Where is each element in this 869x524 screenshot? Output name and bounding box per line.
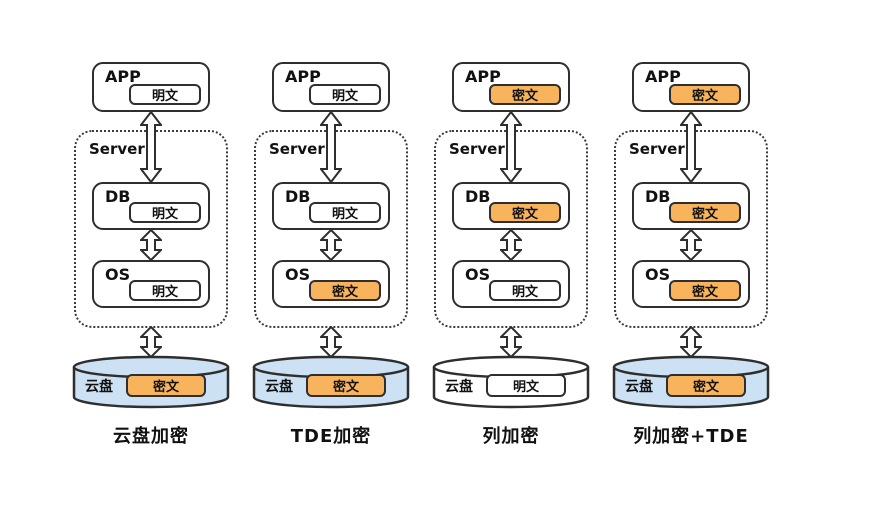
server-disk-double-arrow-icon — [680, 326, 702, 358]
app-label: APP — [645, 67, 681, 86]
column-cloud-disk-encryption: Server APP 明文 DB 明文 OS 明文 云盘 — [61, 50, 241, 470]
db-os-double-arrow-icon — [140, 229, 162, 261]
db-box: DB 密文 — [452, 182, 570, 230]
db-badge: 密文 — [669, 202, 741, 223]
app-label: APP — [465, 67, 501, 86]
column-column-encryption: Server APP 密文 DB 密文 OS 明文 云盘 — [421, 50, 601, 470]
app-db-double-arrow-icon — [320, 111, 342, 183]
os-badge: 密文 — [309, 280, 381, 301]
app-label: APP — [285, 67, 321, 86]
disk-label: 云盘 — [445, 379, 473, 395]
app-db-double-arrow-icon — [680, 111, 702, 183]
db-badge: 密文 — [489, 202, 561, 223]
db-box: DB 明文 — [272, 182, 390, 230]
os-label: OS — [645, 265, 671, 284]
db-badge: 明文 — [129, 202, 201, 223]
os-badge: 密文 — [669, 280, 741, 301]
db-label: DB — [465, 187, 491, 206]
db-label: DB — [105, 187, 131, 206]
app-box: APP 明文 — [92, 62, 210, 112]
db-label: DB — [285, 187, 311, 206]
server-disk-double-arrow-icon — [500, 326, 522, 358]
server-label: Server — [89, 140, 145, 158]
os-box: OS 密文 — [272, 260, 390, 308]
column-title: TDE加密 — [290, 426, 372, 447]
server-label: Server — [269, 140, 325, 158]
db-box: DB 明文 — [92, 182, 210, 230]
column-title: 列加密+TDE — [633, 426, 749, 447]
disk-label: 云盘 — [265, 379, 293, 395]
os-box: OS 明文 — [452, 260, 570, 308]
app-box: APP 密文 — [632, 62, 750, 112]
cloud-disk-cylinder: 云盘 密文 — [72, 355, 230, 411]
os-label: OS — [465, 265, 491, 284]
os-badge: 明文 — [129, 280, 201, 301]
app-box: APP 密文 — [452, 62, 570, 112]
app-label: APP — [105, 67, 141, 86]
db-badge: 明文 — [309, 202, 381, 223]
db-os-double-arrow-icon — [500, 229, 522, 261]
db-box: DB 密文 — [632, 182, 750, 230]
cloud-disk-cylinder: 云盘 密文 — [252, 355, 410, 411]
disk-badge: 密文 — [126, 374, 206, 397]
db-label: DB — [645, 187, 671, 206]
os-label: OS — [105, 265, 131, 284]
server-disk-double-arrow-icon — [320, 326, 342, 358]
os-label: OS — [285, 265, 311, 284]
app-badge: 明文 — [309, 84, 381, 105]
disk-label: 云盘 — [625, 379, 653, 395]
column-tde-encryption: Server APP 明文 DB 明文 OS 密文 云盘 — [241, 50, 421, 470]
server-disk-double-arrow-icon — [140, 326, 162, 358]
app-badge: 密文 — [669, 84, 741, 105]
disk-badge: 密文 — [666, 374, 746, 397]
db-os-double-arrow-icon — [680, 229, 702, 261]
app-db-double-arrow-icon — [140, 111, 162, 183]
disk-badge: 明文 — [486, 374, 566, 397]
app-badge: 明文 — [129, 84, 201, 105]
os-box: OS 密文 — [632, 260, 750, 308]
os-box: OS 明文 — [92, 260, 210, 308]
column-title: 列加密 — [482, 426, 540, 447]
server-label: Server — [629, 140, 685, 158]
column-column-encryption-plus-tde: Server APP 密文 DB 密文 OS 密文 云盘 — [601, 50, 781, 470]
disk-badge: 密文 — [306, 374, 386, 397]
app-db-double-arrow-icon — [500, 111, 522, 183]
cloud-disk-cylinder: 云盘 密文 — [612, 355, 770, 411]
server-label: Server — [449, 140, 505, 158]
disk-label: 云盘 — [85, 379, 113, 395]
app-box: APP 明文 — [272, 62, 390, 112]
db-os-double-arrow-icon — [320, 229, 342, 261]
column-title: 云盘加密 — [113, 426, 189, 447]
app-badge: 密文 — [489, 84, 561, 105]
os-badge: 明文 — [489, 280, 561, 301]
cloud-disk-cylinder: 云盘 明文 — [432, 355, 590, 411]
